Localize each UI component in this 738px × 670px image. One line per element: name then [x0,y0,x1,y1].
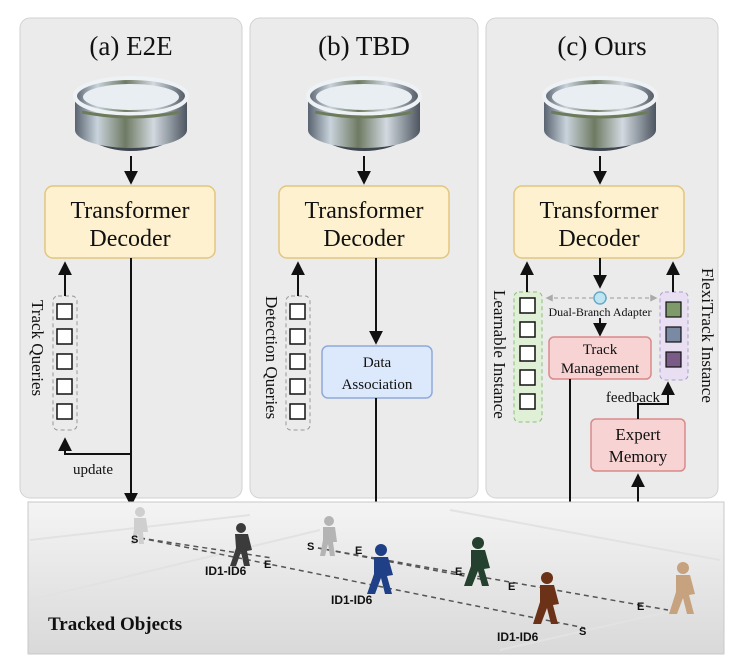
id-label-2: ID1-ID6 [331,593,373,607]
id-label-1: ID1-ID6 [205,564,247,578]
pedestrian-7 [669,562,695,614]
adapter-node [593,291,607,305]
panorama-ring-a [73,76,189,151]
adapter-label: Dual-Branch Adapter [549,305,652,319]
flexitrack-instance-label: FlexiTrack Instance [698,268,717,403]
update-feedback-line [58,437,131,455]
panorama-ring-c [542,76,658,151]
transformer-decoder-b: Transformer Decoder [278,185,450,259]
start-marker-1: S [131,534,138,546]
data-association-line2: Association [342,377,413,393]
pedestrian-2 [230,523,252,566]
end-marker-4: E [508,581,515,593]
end-marker-5: E [637,601,644,613]
feedback-arrow [637,381,675,419]
decoder-b-line2: Decoder [323,226,404,252]
expert-memory-box: Expert Memory [590,418,686,472]
end-marker-3: E [455,566,462,578]
track-management-line1: Track [583,342,618,358]
panel-c-title: (c) Ours [557,31,646,61]
panel-a-title: (a) E2E [89,31,172,61]
pedestrian-5 [464,537,490,586]
tracked-objects-label: Tracked Objects [48,614,182,635]
transformer-decoder-a: Transformer Decoder [44,185,216,259]
learnable-instance-stack [513,291,543,423]
pedestrian-3 [320,516,337,556]
decoder-c-line1: Transformer [539,198,658,224]
track-management-box: Track Management [548,336,652,380]
pedestrian-4 [367,544,393,594]
panorama-ring-b [306,76,422,151]
panel-b-title: (b) TBD [318,31,410,61]
decoder-b-line1: Transformer [304,198,423,224]
update-label: update [73,462,113,478]
track-queries-label: Track Queries [28,300,47,396]
feedback-label: feedback [606,390,661,406]
start-marker-3: S [579,626,586,638]
detection-queries-label: Detection Queries [262,296,281,419]
start-marker-2: S [307,541,314,553]
data-association-box: Data Association [321,345,433,399]
transformer-decoder-c: Transformer Decoder [513,185,685,259]
flexitrack-instance-stack [659,291,689,381]
learnable-instance-label: Learnable Instance [490,290,509,419]
decoder-a-line2: Decoder [89,226,170,252]
expert-memory-line2: Memory [609,447,668,466]
detection-queries-stack [285,295,311,431]
pedestrian-6 [533,572,559,624]
end-marker-1: E [264,559,271,571]
expert-memory-line1: Expert [615,425,661,444]
pedestrian-1 [131,507,148,544]
track-management-line2: Management [561,361,640,377]
end-marker-2: E [355,545,362,557]
id-label-3: ID1-ID6 [497,630,539,644]
decoder-c-line2: Decoder [558,226,639,252]
data-association-line1: Data [363,355,392,371]
decoder-a-line1: Transformer [70,198,189,224]
